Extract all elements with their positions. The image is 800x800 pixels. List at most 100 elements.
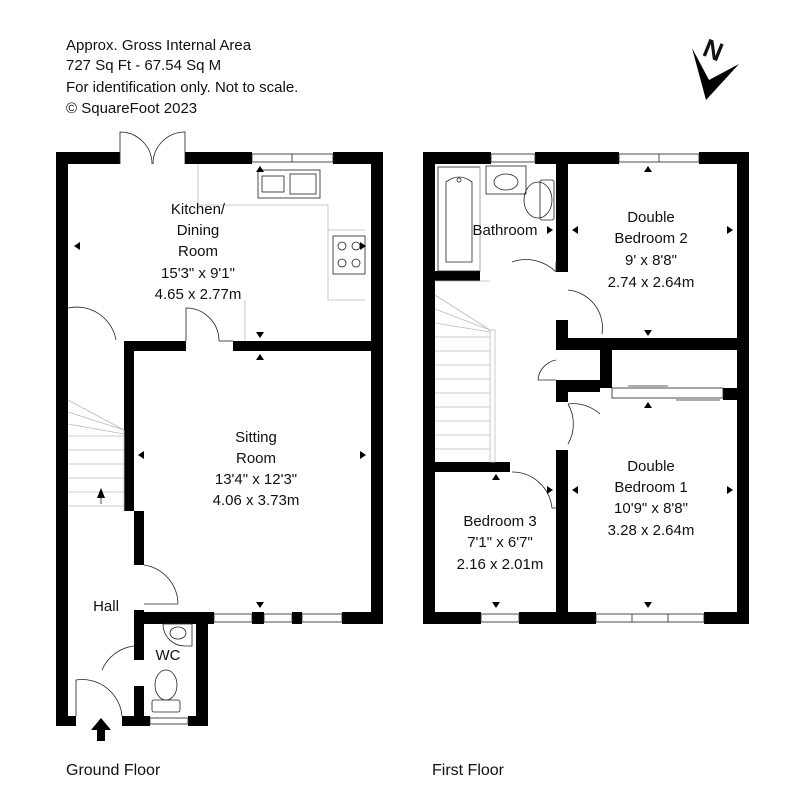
window: [480, 613, 705, 623]
dimension-markers: [492, 166, 733, 608]
wall: [134, 610, 144, 660]
north-arrow-icon: N: [692, 33, 739, 100]
room-dimensions-imperial: 9' x 8'8": [625, 252, 677, 269]
room-dimensions-metric: 4.65 x 2.77m: [155, 286, 242, 303]
wall: [535, 152, 619, 164]
window: [490, 153, 700, 163]
wall: [435, 271, 480, 281]
first-floor-plan: Bathroom Double Bedroom 2 9' x 8'8" 2.74…: [423, 152, 749, 779]
room-name: Bedroom 2: [614, 230, 687, 247]
room-dimensions-imperial: 10'9" x 8'8": [614, 500, 688, 517]
wall: [423, 152, 435, 624]
room-dimensions-metric: 2.16 x 2.01m: [457, 556, 544, 573]
door: [101, 645, 135, 671]
wall: [292, 612, 302, 624]
wall: [556, 320, 568, 350]
wall: [737, 152, 749, 624]
room-dimensions-metric: 2.74 x 2.64m: [608, 274, 695, 291]
wall: [600, 350, 612, 388]
bath-icon: [437, 166, 481, 272]
wardrobe: [611, 385, 724, 401]
floor-label: First Floor: [432, 762, 505, 779]
room-name: Sitting: [235, 429, 277, 446]
room-name: Bedroom 1: [614, 479, 687, 496]
room-name: Bathroom: [472, 222, 537, 239]
wall: [56, 152, 68, 726]
header-text: Approx. Gross Internal Area 727 Sq Ft - …: [66, 37, 298, 117]
wall: [423, 612, 481, 624]
door: [185, 307, 233, 342]
wall: [122, 716, 144, 726]
wall: [185, 152, 252, 164]
window: [251, 153, 334, 163]
door: [567, 289, 603, 335]
wall: [134, 686, 144, 726]
wall: [556, 392, 568, 402]
door: [511, 471, 556, 509]
room-name: Double: [627, 458, 675, 475]
entrance-arrow-icon: [91, 718, 111, 741]
wall: [699, 152, 749, 164]
wall: [423, 152, 491, 164]
wall: [723, 388, 737, 400]
wall: [252, 612, 264, 624]
wall: [128, 341, 186, 351]
window: [213, 613, 343, 623]
room-name: WC: [156, 647, 181, 664]
wall: [188, 716, 208, 726]
door: [143, 564, 179, 605]
wall: [342, 612, 383, 624]
staircase: [67, 399, 125, 511]
room-dimensions-imperial: 15'3" x 9'1": [161, 265, 235, 282]
room-dimensions-imperial: 13'4" x 12'3": [215, 471, 297, 488]
dimension-markers: [74, 166, 366, 608]
staircase: [434, 280, 496, 463]
wall: [124, 341, 134, 511]
wall: [333, 152, 383, 164]
ground-floor-plan: Kitchen/ Dining Room 15'3" x 9'1" 4.65 x…: [56, 131, 383, 779]
window: [149, 717, 189, 725]
room-dimensions-metric: 3.28 x 2.64m: [608, 522, 695, 539]
hob-icon: [332, 235, 366, 275]
sink-icon: [257, 169, 321, 199]
header-copyright: © SquareFoot 2023: [66, 100, 197, 117]
wall: [556, 338, 737, 350]
wall: [56, 152, 120, 164]
room-dimensions-metric: 4.06 x 3.73m: [213, 492, 300, 509]
wall: [233, 341, 373, 351]
room-name: Bedroom 3: [463, 513, 536, 530]
wall: [371, 152, 383, 624]
wall: [556, 450, 568, 612]
kitchen-worktop: [197, 164, 365, 341]
toilet-icon: [151, 669, 181, 713]
wall: [136, 612, 214, 624]
door: [537, 359, 557, 381]
room-name: Double: [627, 209, 675, 226]
header-disclaimer: For identification only. Not to scale.: [66, 79, 298, 96]
front-door: [75, 679, 123, 717]
room-name: Hall: [93, 598, 119, 615]
room-name: Kitchen/: [171, 201, 226, 218]
door: [511, 259, 557, 273]
header-area-title: Approx. Gross Internal Area: [66, 37, 252, 54]
wall: [519, 612, 596, 624]
wall: [556, 152, 568, 272]
door: [67, 306, 117, 341]
room-name: Dining: [177, 222, 220, 239]
compass-label: N: [699, 33, 728, 68]
french-doors: [119, 131, 186, 165]
basin-icon: [485, 165, 527, 195]
wall: [134, 511, 144, 565]
room-dimensions-imperial: 7'1" x 6'7": [467, 534, 533, 551]
header-area-value: 727 Sq Ft - 67.54 Sq M: [66, 57, 221, 74]
room-name: Room: [236, 450, 276, 467]
basin-icon: [162, 623, 193, 647]
wall: [704, 612, 749, 624]
room-name: Room: [178, 243, 218, 260]
floor-label: Ground Floor: [66, 762, 161, 779]
toilet-icon: [523, 179, 555, 221]
door: [567, 403, 601, 445]
wall: [56, 716, 76, 726]
wall: [556, 380, 600, 392]
